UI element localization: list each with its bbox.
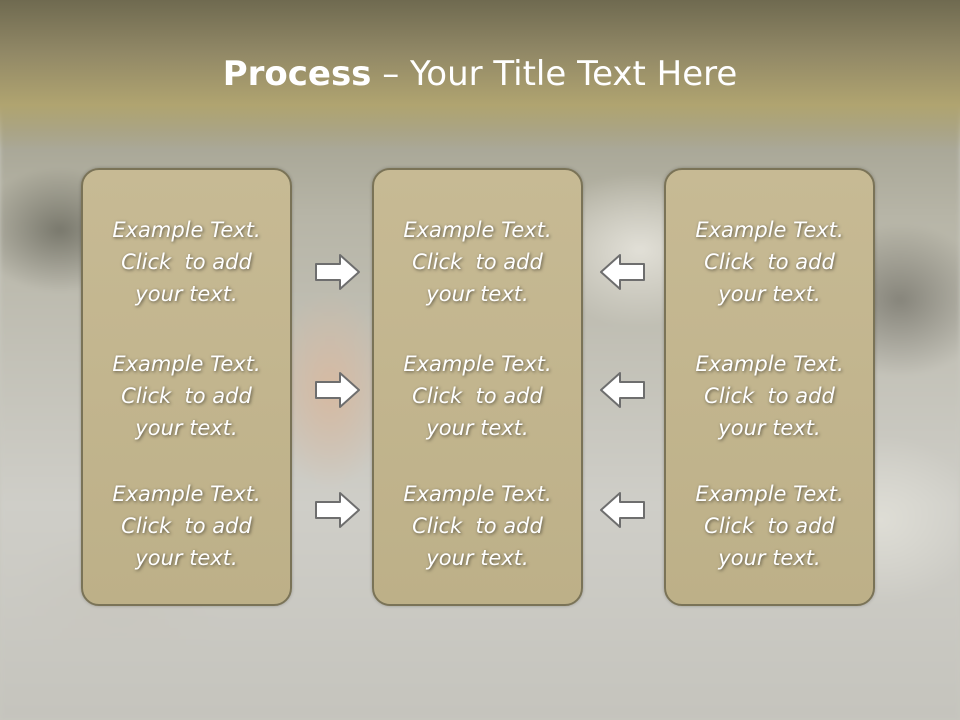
text-line: Example Text.: [403, 352, 552, 376]
text-line: Click to add: [412, 384, 543, 408]
text-line: Example Text.: [112, 352, 261, 376]
slide-title[interactable]: Process – Your Title Text Here: [0, 52, 960, 96]
text-line: Example Text.: [112, 482, 261, 506]
text-line: your text.: [135, 282, 238, 306]
text-block[interactable]: Example Text. Click to add your text.: [666, 478, 873, 574]
right-arrow-icon: [315, 492, 360, 528]
text-line: Example Text.: [403, 218, 552, 242]
text-line: your text.: [718, 282, 821, 306]
text-block[interactable]: Example Text. Click to add your text.: [374, 348, 581, 444]
process-box-center[interactable]: Example Text. Click to add your text. Ex…: [372, 168, 583, 606]
text-line: Click to add: [704, 384, 835, 408]
left-arrow-icon: [600, 372, 645, 408]
title-band: [0, 0, 960, 150]
left-arrow-icon: [600, 254, 645, 290]
text-block[interactable]: Example Text. Click to add your text.: [83, 214, 290, 310]
right-arrow-icon: [315, 254, 360, 290]
text-line: your text.: [718, 416, 821, 440]
text-line: your text.: [718, 546, 821, 570]
text-line: your text.: [426, 546, 529, 570]
text-block[interactable]: Example Text. Click to add your text.: [83, 478, 290, 574]
text-line: Click to add: [704, 250, 835, 274]
text-line: Click to add: [412, 250, 543, 274]
text-line: Example Text.: [403, 482, 552, 506]
text-line: Click to add: [121, 514, 252, 538]
text-block[interactable]: Example Text. Click to add your text.: [374, 478, 581, 574]
text-block[interactable]: Example Text. Click to add your text.: [666, 348, 873, 444]
title-rest: – Your Title Text Here: [371, 54, 738, 94]
text-line: Example Text.: [695, 218, 844, 242]
title-bold: Process: [222, 54, 372, 94]
text-line: your text.: [426, 282, 529, 306]
text-line: Click to add: [704, 514, 835, 538]
text-line: your text.: [426, 416, 529, 440]
text-line: Click to add: [412, 514, 543, 538]
text-block[interactable]: Example Text. Click to add your text.: [83, 348, 290, 444]
text-line: Example Text.: [695, 482, 844, 506]
right-arrow-icon: [315, 372, 360, 408]
text-line: your text.: [135, 546, 238, 570]
process-box-left[interactable]: Example Text. Click to add your text. Ex…: [81, 168, 292, 606]
text-line: your text.: [135, 416, 238, 440]
text-block[interactable]: Example Text. Click to add your text.: [374, 214, 581, 310]
process-box-right[interactable]: Example Text. Click to add your text. Ex…: [664, 168, 875, 606]
left-arrow-icon: [600, 492, 645, 528]
text-line: Click to add: [121, 384, 252, 408]
text-block[interactable]: Example Text. Click to add your text.: [666, 214, 873, 310]
text-line: Example Text.: [695, 352, 844, 376]
text-line: Click to add: [121, 250, 252, 274]
text-line: Example Text.: [112, 218, 261, 242]
